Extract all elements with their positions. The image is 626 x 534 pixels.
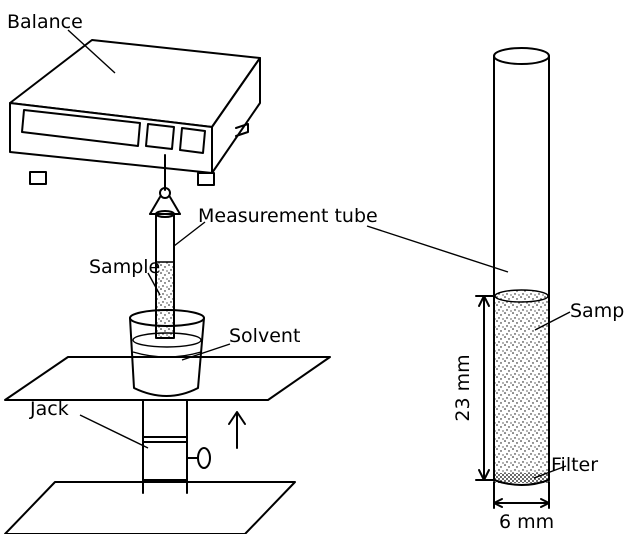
balance: [9, 39, 261, 215]
label-jack: Jack: [29, 398, 69, 420]
right-measurement-tube: [493, 47, 550, 486]
dimension-width: [493, 481, 550, 509]
label-balance: Balance: [7, 11, 83, 33]
label-filter: Filter: [551, 454, 598, 476]
label-width: 6 mm: [499, 511, 554, 533]
left-measurement-tube: [149, 210, 181, 339]
label-sample-right: Sample: [570, 300, 626, 322]
label-sample-left: Sample: [89, 256, 160, 278]
leader-lines: [67, 29, 571, 479]
jack-assembly: [4, 356, 331, 534]
dimension-height: [475, 295, 495, 481]
label-solvent: Solvent: [229, 325, 300, 347]
label-height: 23 mm: [452, 354, 474, 421]
label-measurement-tube: Measurement tube: [198, 205, 378, 227]
